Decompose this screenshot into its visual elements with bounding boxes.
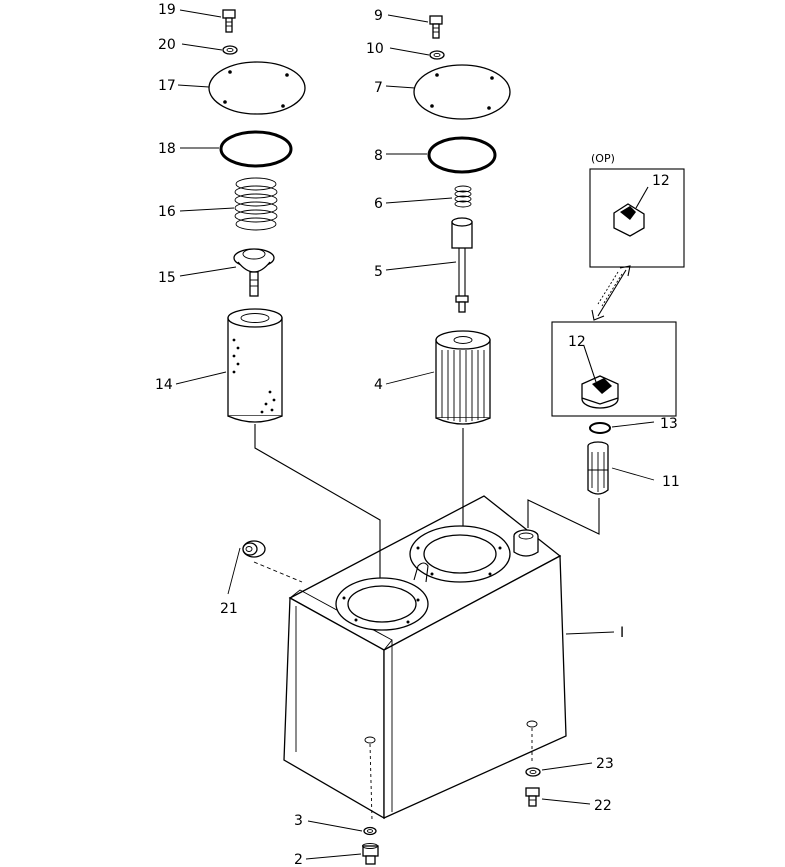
label-16: 16 — [158, 204, 176, 220]
option-box: (OP) — [589, 152, 685, 268]
part-5-rod — [451, 217, 473, 313]
label-21: 21 — [220, 601, 238, 617]
label-20: 20 — [158, 37, 176, 53]
option-arrow — [591, 265, 631, 321]
label-22: 22 — [594, 798, 612, 814]
part-13-oring — [589, 422, 611, 434]
label-13: 13 — [660, 416, 678, 432]
label-3: 3 — [294, 813, 303, 829]
label-15: 15 — [158, 270, 176, 286]
part-7-cover — [413, 64, 511, 120]
part-21-plug — [242, 540, 266, 558]
label-11: 11 — [662, 474, 680, 490]
part-14-filter-element — [227, 308, 283, 423]
label-9: 9 — [374, 8, 383, 24]
part-2-plug — [362, 843, 379, 865]
standard-box — [551, 321, 677, 417]
callout-labels: 19 20 17 18 16 15 14 9 10 7 8 6 5 4 12 1… — [155, 2, 680, 867]
label-5: 5 — [374, 264, 383, 280]
part-20-washer — [222, 45, 238, 55]
label-23: 23 — [596, 756, 614, 772]
label-8: 8 — [374, 148, 383, 164]
connection-lines — [227, 424, 600, 595]
label-14: 14 — [155, 377, 173, 393]
label-10: 10 — [366, 41, 384, 57]
part-9-bolt — [429, 15, 443, 39]
label-2: 2 — [294, 852, 303, 867]
part-I-tank — [283, 495, 567, 821]
part-10-washer — [429, 50, 445, 60]
leader-lines — [175, 9, 655, 860]
part-23-washer — [525, 767, 541, 777]
label-17: 17 — [158, 78, 176, 94]
part-3-washer — [363, 826, 377, 836]
label-12-option: 12 — [652, 173, 670, 189]
label-19: 19 — [158, 2, 176, 18]
label-6: 6 — [374, 196, 383, 212]
part-8-oring — [427, 136, 497, 174]
label-4: 4 — [374, 377, 383, 393]
label-I: I — [620, 625, 624, 641]
part-4-filter-element — [435, 330, 491, 425]
part-15-valve — [233, 248, 275, 297]
part-17-cover — [208, 61, 306, 115]
label-18: 18 — [158, 141, 176, 157]
part-6-spring — [454, 185, 472, 208]
part-11-strainer — [587, 441, 609, 495]
part-16-spring — [234, 177, 278, 231]
option-box-label: (OP) — [591, 152, 615, 165]
label-12-standard: 12 — [568, 334, 586, 350]
part-22-bolt — [525, 787, 540, 807]
label-7: 7 — [374, 80, 383, 96]
part-18-oring — [219, 130, 293, 168]
part-19-bolt — [222, 9, 236, 33]
